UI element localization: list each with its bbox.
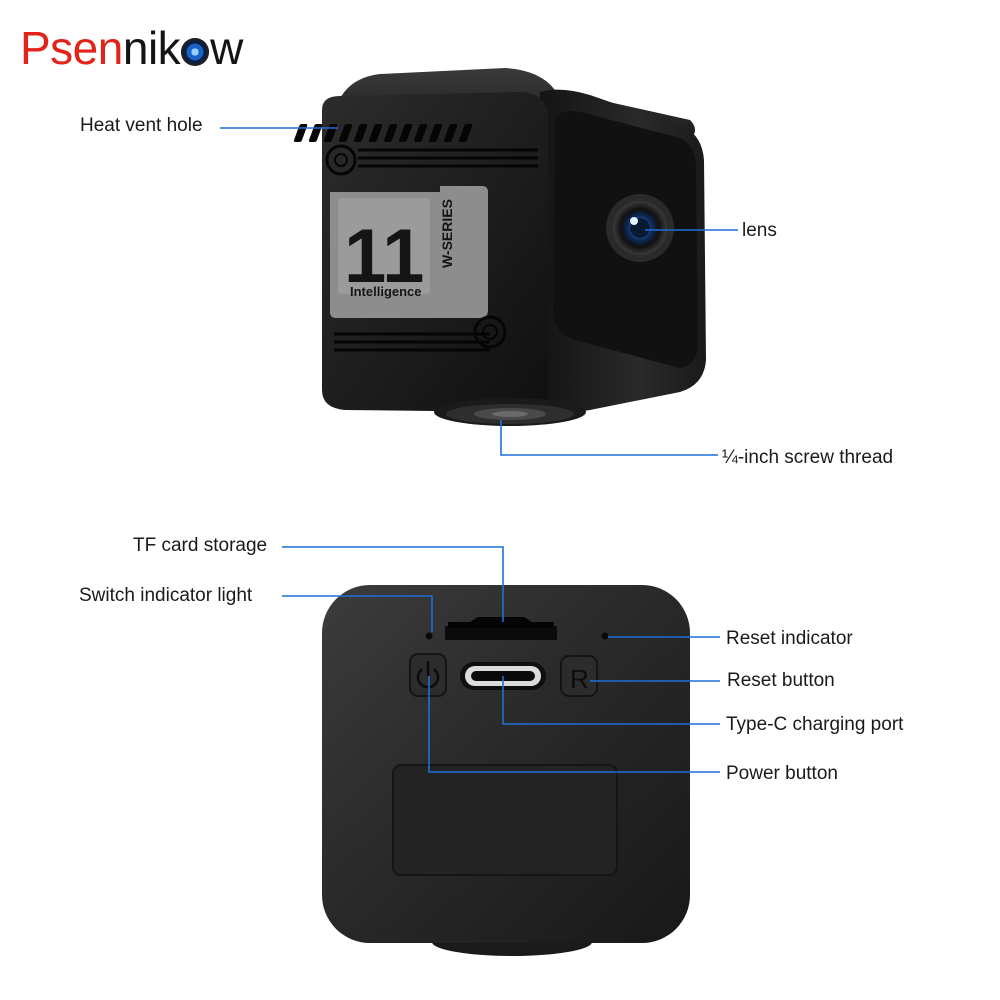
label-switch-light: Switch indicator light xyxy=(79,585,253,606)
logo-lens-icon xyxy=(181,38,210,66)
label-heat-vent: Heat vent hole xyxy=(80,115,203,136)
callout-power xyxy=(428,676,720,773)
label-lens: lens xyxy=(742,220,777,241)
callout-type-c xyxy=(502,676,720,725)
badge-number: 11 xyxy=(344,214,424,299)
label-screw-thread: ¼-inch screw thread xyxy=(722,447,894,468)
reset-indicator-light xyxy=(601,632,609,640)
switch-indicator-light xyxy=(425,632,433,640)
tf-card-slot xyxy=(445,617,557,640)
label-type-c: Type-C charging port xyxy=(726,714,904,735)
label-reset-button: Reset button xyxy=(727,670,835,691)
badge-series: W-SERIES xyxy=(439,199,455,268)
camera-back-view: R xyxy=(322,585,690,956)
callout-tf-card xyxy=(282,546,504,622)
logo-dark-part-2: w xyxy=(210,22,243,74)
callout-screw xyxy=(500,420,718,456)
camera-top-view: 11 W-SERIES Intelligence xyxy=(293,68,706,426)
callout-switch-light xyxy=(282,595,433,632)
reset-button: R xyxy=(560,655,598,697)
logo-red-part: Psen xyxy=(20,22,123,74)
callout-lines xyxy=(220,127,738,773)
screw-thread-mount xyxy=(434,398,586,426)
reset-key-letter: R xyxy=(570,664,589,694)
label-recess xyxy=(392,764,618,876)
emblem-circle-bottom xyxy=(473,315,507,349)
lens-icon xyxy=(606,194,674,262)
top-face xyxy=(335,68,695,140)
label-power-button: Power button xyxy=(726,763,838,784)
power-button xyxy=(409,653,447,697)
label-reset-indicator: Reset indicator xyxy=(726,628,853,649)
logo-dark-part-1: nik xyxy=(122,22,181,74)
badge-word: Intelligence xyxy=(350,284,422,299)
power-icon xyxy=(416,660,440,689)
label-tf-card: TF card storage xyxy=(133,535,268,556)
emblem-circle-top xyxy=(325,144,357,176)
heat-vent-slots xyxy=(293,124,473,142)
